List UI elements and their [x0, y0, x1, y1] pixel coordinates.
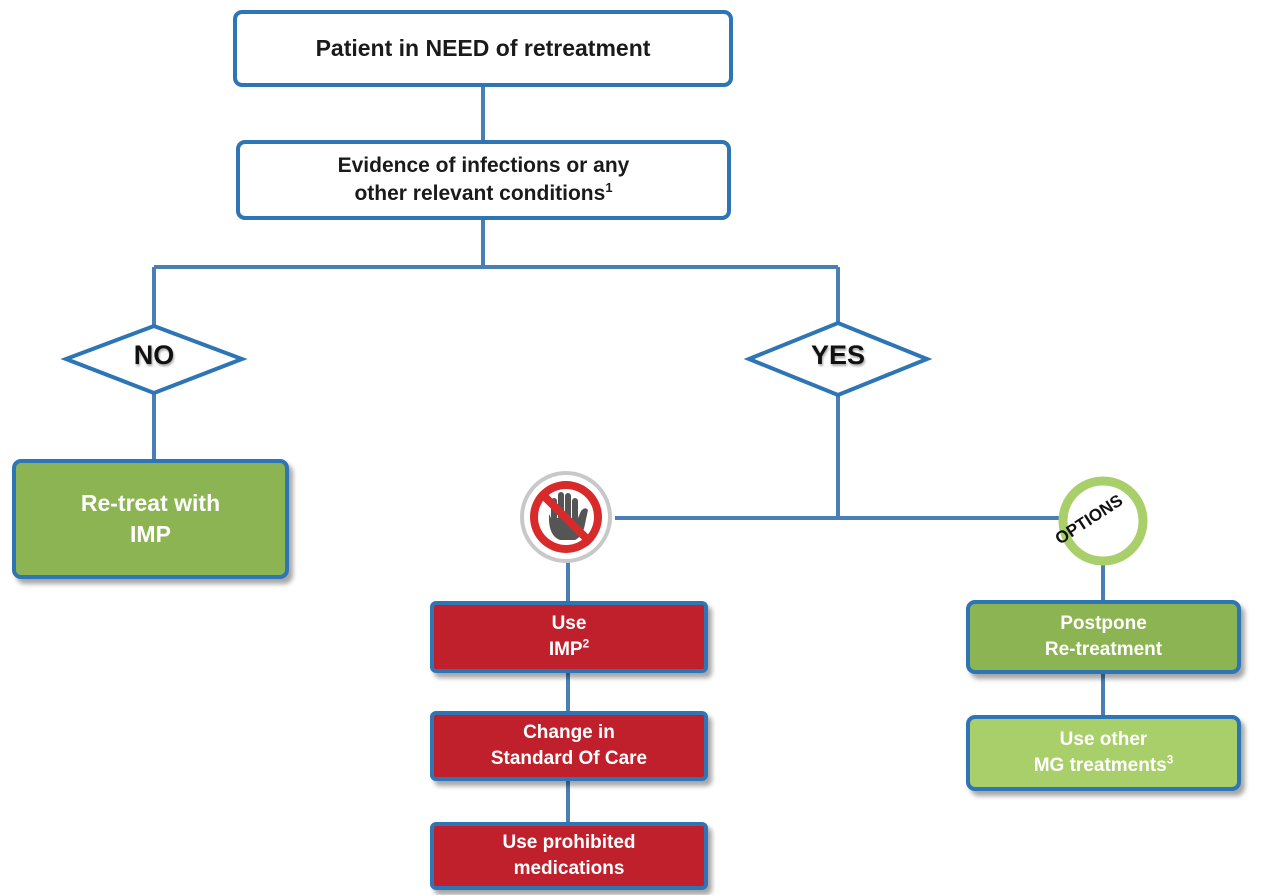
evidence-line2: other relevant conditions [354, 182, 606, 205]
use-imp-line2: IMP [548, 639, 583, 660]
other-mg-line2-wrap: MG treatments3 [1034, 753, 1174, 779]
options-ring-icon [1058, 476, 1148, 566]
postpone-box: Postpone Re-treatment [966, 600, 1241, 674]
retreat-line1: Re-treat with [80, 489, 221, 516]
top-box: Patient in NEED of retreatment [233, 10, 733, 87]
evidence-line2-wrap: other relevant conditions1 [354, 180, 612, 208]
evidence-footnote: 1 [605, 180, 613, 195]
use-imp-line1: Use [551, 613, 587, 635]
prohibited-line1: Use prohibited [502, 832, 636, 854]
evidence-box: Evidence of infections or any other rele… [236, 140, 731, 220]
prohibited-box: Use prohibited medications [430, 822, 708, 890]
retreat-box: Re-treat with IMP [12, 459, 289, 579]
yes-diamond-shape [743, 320, 933, 398]
postpone-line2: Re-treatment [1044, 639, 1163, 660]
change-soc-line2: Standard Of Care [490, 748, 648, 769]
use-imp-footnote: 2 [582, 637, 590, 651]
other-mg-footnote: 3 [1166, 753, 1174, 767]
prohibited-line2: medications [513, 858, 625, 879]
postpone-line1: Postpone [1060, 613, 1147, 635]
change-soc-line1: Change in [523, 722, 615, 744]
no-diamond-shape [60, 323, 248, 396]
other-mg-line1: Use other [1059, 729, 1148, 751]
use-imp-box: Use IMP2 [430, 601, 708, 673]
yes-label: YES [810, 340, 866, 370]
stop-hand-icon [520, 471, 612, 563]
change-soc-box: Change in Standard Of Care [430, 711, 708, 781]
other-mg-line2: MG treatments [1033, 755, 1167, 776]
retreat-line2: IMP [130, 521, 171, 547]
top-box-label: Patient in NEED of retreatment [315, 34, 651, 61]
evidence-line1: Evidence of infections or any [337, 153, 630, 177]
no-label: NO [133, 340, 175, 370]
use-imp-line2-wrap: IMP2 [549, 637, 589, 663]
other-mg-box: Use other MG treatments3 [966, 715, 1241, 791]
